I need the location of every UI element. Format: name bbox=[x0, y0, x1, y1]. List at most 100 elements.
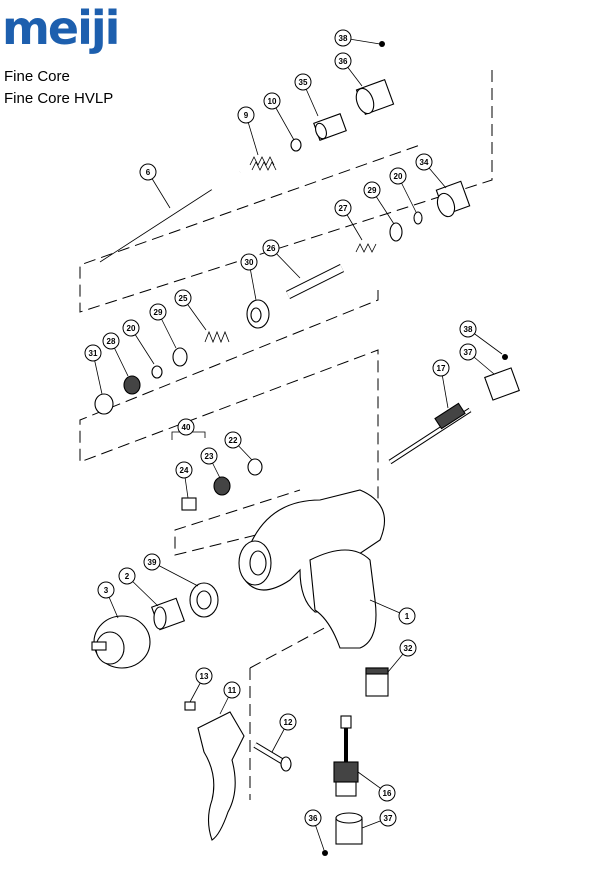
callout-37: 37 bbox=[459, 343, 495, 375]
callout-circle-29 bbox=[149, 303, 167, 321]
callout-1: 1 bbox=[369, 599, 416, 625]
callout-37: 37 bbox=[361, 809, 397, 829]
callout-circle-10 bbox=[263, 92, 281, 110]
callout-35: 35 bbox=[294, 73, 319, 117]
callout-17: 17 bbox=[432, 359, 450, 409]
callout-circle-11 bbox=[223, 681, 241, 699]
callout-label-28: 28 bbox=[107, 337, 116, 346]
callout-26: 26 bbox=[262, 239, 301, 279]
callout-39: 39 bbox=[143, 553, 199, 587]
callout-circle-9 bbox=[237, 106, 255, 124]
callout-27: 27 bbox=[334, 199, 363, 241]
callout-22: 22 bbox=[224, 431, 253, 461]
callout-label-29: 29 bbox=[154, 308, 163, 317]
callout-circle-35 bbox=[294, 73, 312, 91]
part-20-washer bbox=[413, 211, 423, 225]
callout-34: 34 bbox=[415, 153, 447, 189]
callout-circle-23 bbox=[200, 447, 218, 465]
callout-layer: 3836351096342029273026252920283138371740… bbox=[84, 29, 503, 851]
callout-24: 24 bbox=[175, 461, 193, 499]
part-29-seal-b bbox=[172, 347, 188, 367]
part-16-air-valve bbox=[333, 715, 359, 797]
part-9-spring bbox=[249, 156, 277, 171]
callout-circle-30 bbox=[240, 253, 258, 271]
callout-13: 13 bbox=[189, 667, 213, 703]
callout-label-29: 29 bbox=[368, 186, 377, 195]
callout-36: 36 bbox=[334, 52, 363, 87]
callout-circle-36 bbox=[304, 809, 322, 827]
part-17-needle-valve bbox=[388, 402, 472, 465]
callout-circle-22 bbox=[224, 431, 242, 449]
part-35-knurled-knob bbox=[313, 113, 347, 141]
callout-9: 9 bbox=[237, 106, 259, 156]
callout-36: 36 bbox=[304, 809, 325, 851]
callout-label-23: 23 bbox=[205, 452, 214, 461]
callout-label-26: 26 bbox=[267, 244, 276, 253]
part-24-bushing bbox=[181, 497, 197, 511]
callout-circle-13 bbox=[195, 667, 213, 685]
part-30-collar bbox=[246, 299, 270, 329]
part-6-needle bbox=[99, 170, 241, 263]
callout-label-32: 32 bbox=[404, 644, 413, 653]
callout-label-13: 13 bbox=[200, 672, 209, 681]
callout-label-40: 40 bbox=[182, 423, 191, 432]
callout-circle-2 bbox=[118, 567, 136, 585]
callout-label-11: 11 bbox=[228, 686, 237, 695]
callout-circle-6 bbox=[139, 163, 157, 181]
part-34-fitting bbox=[435, 180, 471, 218]
callout-label-20: 20 bbox=[394, 172, 403, 181]
callout-circle-34 bbox=[415, 153, 433, 171]
callout-circle-20 bbox=[122, 319, 140, 337]
callout-circle-3 bbox=[97, 581, 115, 599]
callout-circle-31 bbox=[84, 344, 102, 362]
part-1-gun-body bbox=[238, 489, 385, 649]
callout-label-38: 38 bbox=[339, 34, 348, 43]
callout-label-1: 1 bbox=[405, 612, 410, 621]
callout-label-16: 16 bbox=[383, 789, 392, 798]
callout-label-37: 37 bbox=[384, 814, 393, 823]
product-name-fine-core: Fine Core bbox=[4, 68, 70, 85]
callout-circle-32 bbox=[399, 639, 417, 657]
callout-circle-29 bbox=[363, 181, 381, 199]
callout-circle-37 bbox=[459, 343, 477, 361]
callout-label-25: 25 bbox=[179, 294, 188, 303]
callout-circle-26 bbox=[262, 239, 280, 257]
part-26-rod bbox=[285, 263, 345, 300]
part-23-seal bbox=[213, 476, 231, 496]
product-name-fine-core-hvlp: Fine Core HVLP bbox=[4, 90, 114, 107]
part-2-nozzle bbox=[150, 597, 186, 631]
callout-label-34: 34 bbox=[420, 158, 429, 167]
callout-38: 38 bbox=[334, 29, 381, 47]
callout-25: 25 bbox=[174, 289, 207, 331]
part-31-oring bbox=[94, 393, 114, 415]
callout-label-17: 17 bbox=[437, 364, 446, 373]
callout-circle-40 bbox=[177, 418, 195, 436]
callout-29: 29 bbox=[363, 181, 395, 225]
part-28-ring bbox=[123, 375, 141, 395]
meiji-logo: meiji bbox=[2, 1, 120, 55]
callout-32: 32 bbox=[387, 639, 417, 673]
part-29-seal bbox=[389, 222, 403, 242]
part-37-bottom-nut bbox=[335, 812, 363, 845]
callout-label-22: 22 bbox=[229, 436, 238, 445]
callout-label-31: 31 bbox=[89, 349, 98, 358]
callout-20: 20 bbox=[389, 167, 417, 213]
part-36-cap-nut bbox=[355, 78, 395, 116]
callout-leader-39 bbox=[151, 561, 199, 587]
part-25-spring bbox=[204, 330, 230, 344]
callout-28: 28 bbox=[102, 332, 129, 377]
callout-label-37: 37 bbox=[464, 348, 473, 357]
callout-circle-25 bbox=[174, 289, 192, 307]
callout-23: 23 bbox=[200, 447, 221, 479]
part-3-air-cap bbox=[91, 615, 151, 669]
callout-circle-16 bbox=[378, 784, 396, 802]
part-38-screw-b bbox=[502, 354, 508, 360]
callout-circle-38 bbox=[334, 29, 352, 47]
callout-circle-38 bbox=[459, 320, 477, 338]
callout-20: 20 bbox=[122, 319, 155, 365]
callout-label-27: 27 bbox=[339, 204, 348, 213]
callout-10: 10 bbox=[263, 92, 295, 141]
part-39-ring bbox=[189, 582, 219, 618]
callout-31: 31 bbox=[84, 344, 103, 395]
part-11-trigger bbox=[197, 711, 245, 841]
